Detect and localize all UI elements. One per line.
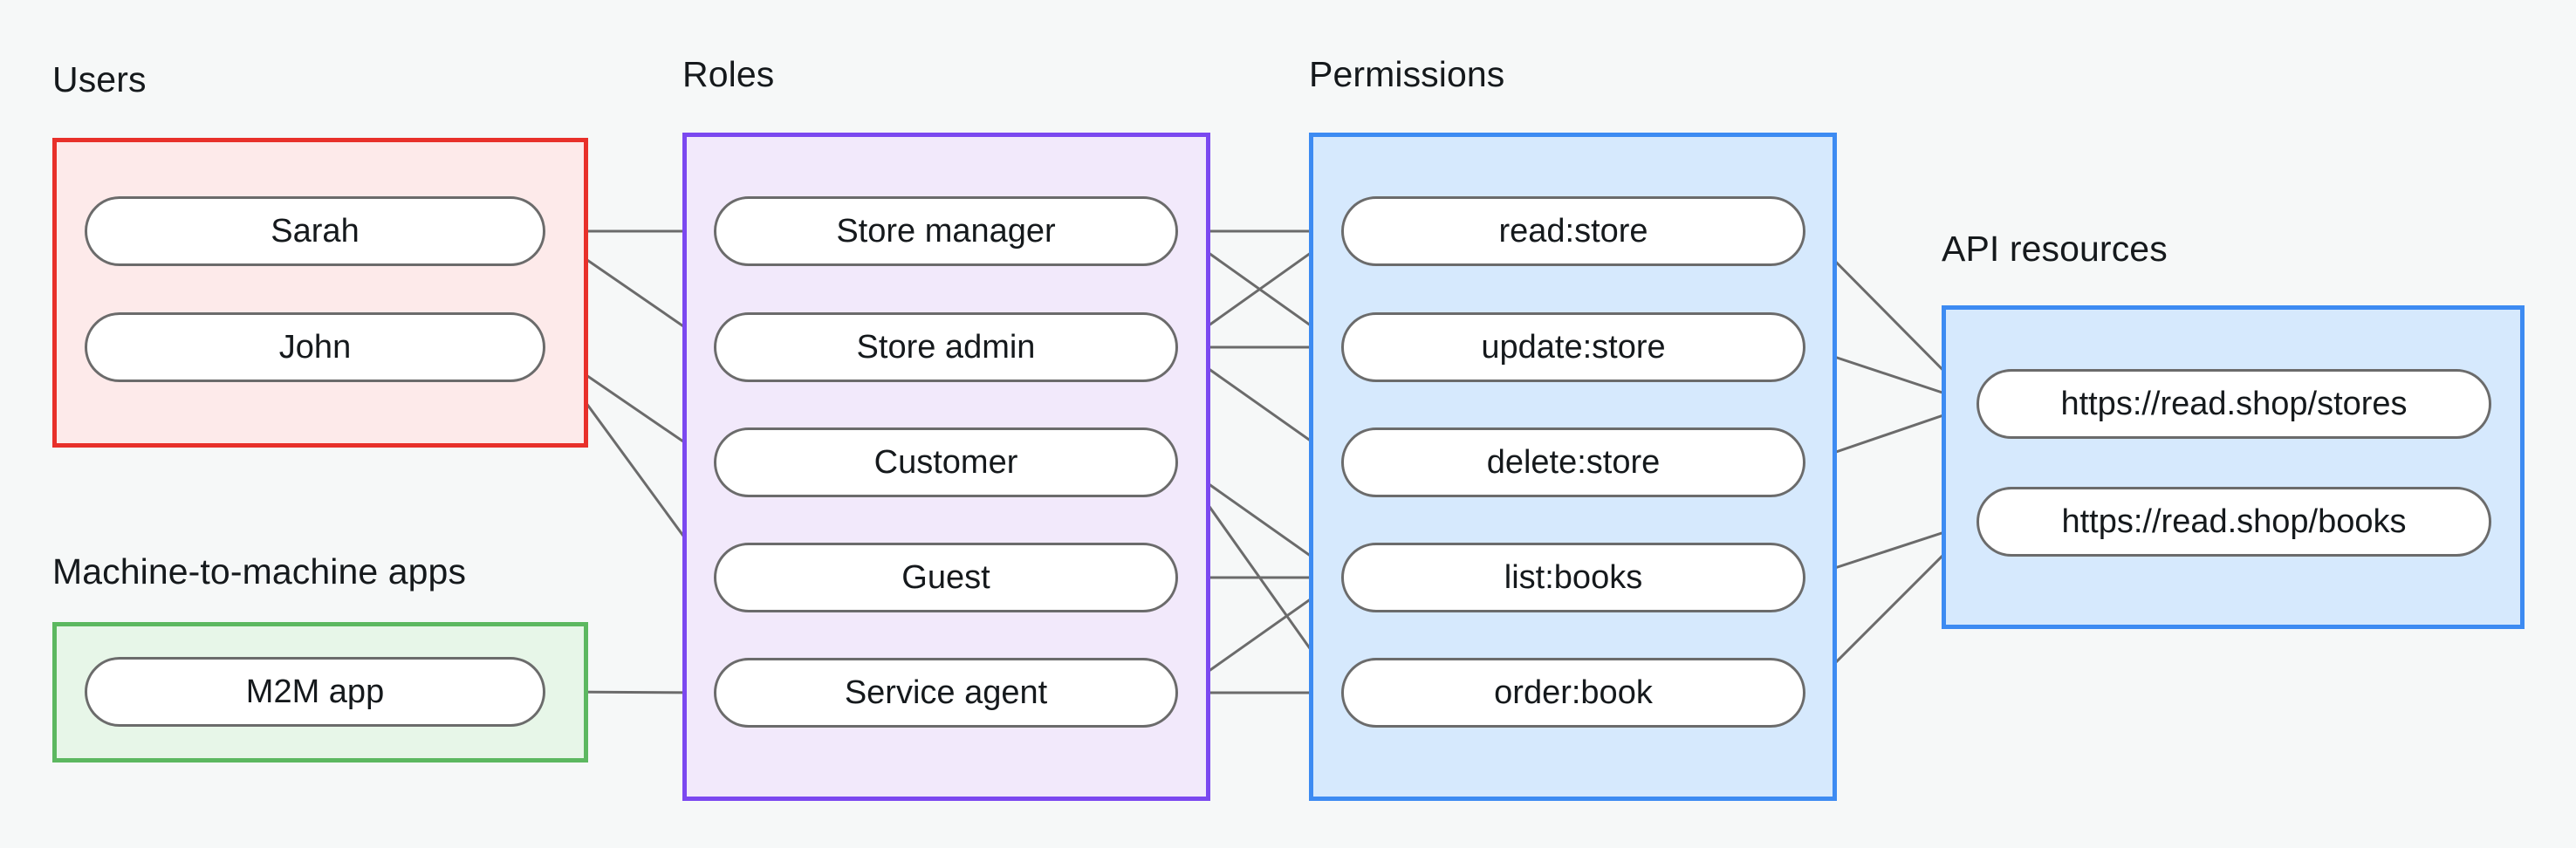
group-label-permissions: Permissions	[1309, 54, 1505, 94]
node-customer[interactable]: Customer	[714, 427, 1178, 497]
group-label-api: API resources	[1942, 229, 2168, 269]
node-update_store[interactable]: update:store	[1341, 312, 1805, 382]
node-delete_store[interactable]: delete:store	[1341, 427, 1805, 497]
node-store_manager[interactable]: Store manager	[714, 196, 1178, 266]
node-res_books[interactable]: https://read.shop/books	[1977, 487, 2491, 557]
node-m2mapp[interactable]: M2M app	[85, 657, 545, 727]
group-label-roles: Roles	[682, 54, 775, 94]
node-read_store[interactable]: read:store	[1341, 196, 1805, 266]
group-label-m2m: Machine-to-machine apps	[52, 551, 467, 592]
node-sarah[interactable]: Sarah	[85, 196, 545, 266]
group-label-users: Users	[52, 59, 147, 99]
node-store_admin[interactable]: Store admin	[714, 312, 1178, 382]
group-box-users	[52, 138, 588, 448]
group-box-api	[1942, 305, 2525, 629]
node-guest[interactable]: Guest	[714, 543, 1178, 612]
node-order_book[interactable]: order:book	[1341, 658, 1805, 728]
node-service_agent[interactable]: Service agent	[714, 658, 1178, 728]
node-res_stores[interactable]: https://read.shop/stores	[1977, 369, 2491, 439]
node-john[interactable]: John	[85, 312, 545, 382]
node-list_books[interactable]: list:books	[1341, 543, 1805, 612]
